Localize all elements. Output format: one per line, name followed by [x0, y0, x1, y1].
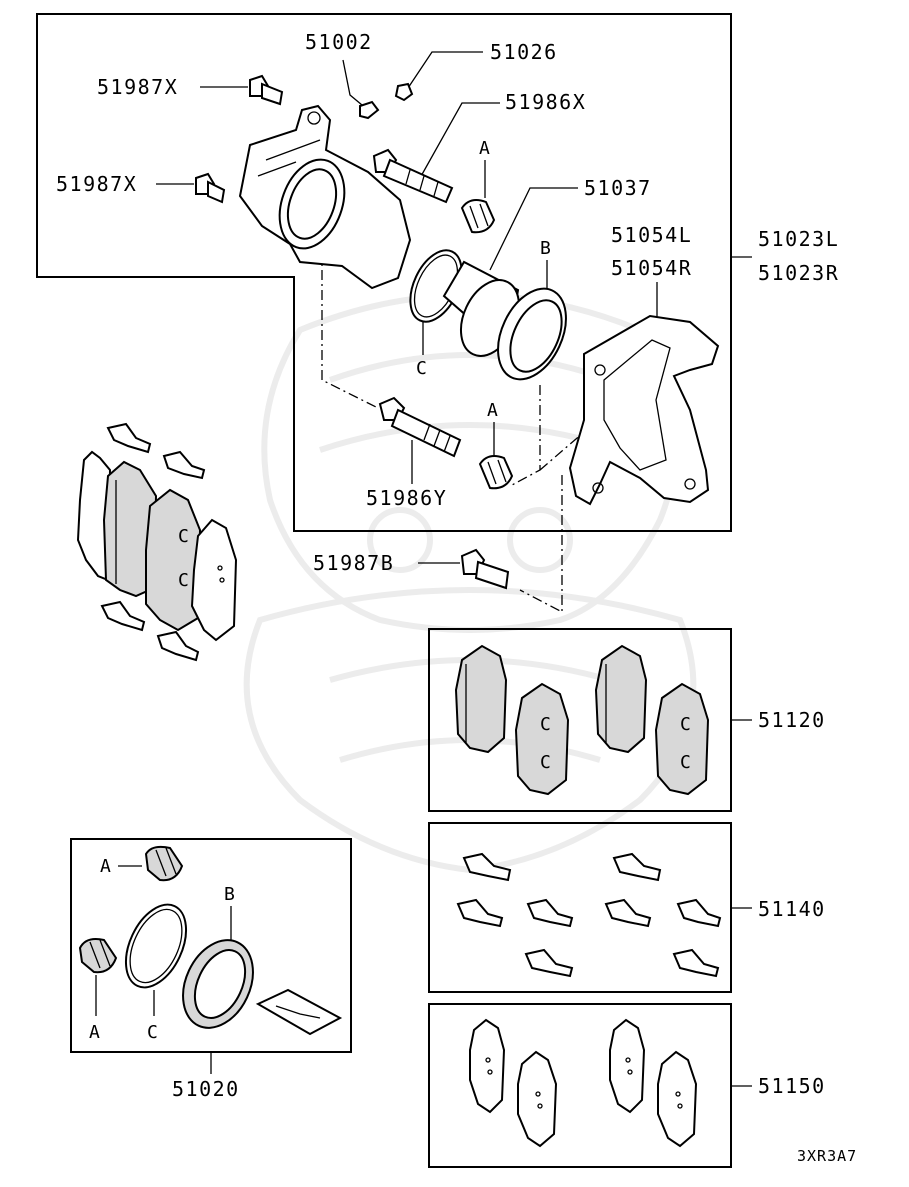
caliper-assembly-boundary: [36, 13, 732, 532]
dust-boot-b-icon: [182, 939, 254, 1029]
letter-b-top: B: [540, 238, 551, 259]
dust-boot-b-icon: [497, 287, 567, 381]
svg-text:C: C: [540, 714, 551, 735]
dust-boot-icon: [144, 845, 184, 882]
label-51023r: 51023R: [758, 261, 839, 285]
label-51054r: 51054R: [611, 256, 692, 280]
kit-letter-a1: A: [100, 856, 111, 877]
pad-shim-icon: [657, 1050, 698, 1148]
seal-kit-box-51020: [70, 838, 352, 1053]
label-51054l: 51054L: [611, 223, 692, 247]
label-51986x: 51986X: [505, 90, 586, 114]
letter-a-top: A: [479, 138, 490, 159]
pad-set-box-51120: [428, 628, 732, 812]
pad-shim-icon: [469, 1018, 506, 1114]
svg-text:C: C: [178, 526, 189, 547]
dust-boot-icon: [460, 199, 496, 234]
svg-text:C: C: [540, 752, 551, 773]
diagram-code: 3XR3A7: [797, 1147, 857, 1165]
dust-boot-icon: [478, 455, 514, 490]
dust-boot-icon: [78, 938, 118, 974]
label-51986y: 51986Y: [366, 486, 447, 510]
bolt-icon: [249, 74, 284, 106]
piston-seal-icon: [124, 903, 188, 989]
label-51026: 51026: [490, 40, 558, 64]
pad-clip-icon: [604, 898, 652, 928]
label-51987x-mid: 51987X: [56, 172, 137, 196]
label-51002: 51002: [305, 30, 373, 54]
svg-text:C: C: [680, 714, 691, 735]
clip-set-box-51140: [428, 822, 732, 993]
label-51150: 51150: [758, 1074, 826, 1098]
letter-c-top: C: [416, 358, 427, 379]
pad-clip-icon: [456, 898, 504, 928]
piston-seal-icon: [409, 249, 463, 323]
grease-packet-icon: [255, 988, 343, 1036]
brake-pad-icon: [454, 644, 508, 754]
pad-clip-icon: [672, 948, 720, 978]
pad-clip-icon: [524, 948, 574, 978]
pad-shim-icon: [609, 1018, 646, 1114]
label-51120: 51120: [758, 708, 826, 732]
pad-clip-icon: [100, 600, 146, 632]
kit-letter-b: B: [224, 884, 235, 905]
svg-text:C: C: [178, 570, 189, 591]
label-51987b: 51987B: [313, 551, 394, 575]
label-51023l: 51023L: [758, 227, 839, 251]
bolt-icon: [460, 548, 510, 590]
brake-pad-icon: C C: [145, 488, 202, 632]
label-51140: 51140: [758, 897, 826, 921]
pad-shim-icon: [517, 1050, 558, 1148]
brake-pad-icon: [190, 518, 238, 642]
pad-clip-icon: [106, 422, 152, 454]
pad-clip-icon: [156, 630, 200, 662]
pad-clip-icon: [462, 852, 512, 882]
caliper-body-icon: [238, 104, 412, 290]
pad-clip-icon: [162, 450, 206, 480]
brake-pad-icon: C C: [514, 682, 570, 796]
label-51987x-top: 51987X: [97, 75, 178, 99]
label-51037: 51037: [584, 176, 652, 200]
brake-pad-icon: C C: [654, 682, 710, 796]
pad-clip-icon: [676, 898, 722, 928]
caliper-bracket-icon: [568, 314, 720, 506]
pad-clip-icon: [526, 898, 574, 928]
bleeder-cap-icon: [394, 82, 414, 102]
bleeder-screw-icon: [359, 100, 380, 120]
label-51020: 51020: [172, 1077, 240, 1101]
svg-text:C: C: [680, 752, 691, 773]
shim-set-box-51150: [428, 1003, 732, 1168]
guide-pin-x-icon: [372, 148, 454, 204]
pad-clip-icon: [612, 852, 662, 882]
kit-letter-c: C: [147, 1022, 158, 1043]
brake-pad-icon: [76, 450, 112, 582]
guide-pin-y-icon: [378, 396, 462, 458]
brake-pad-icon: [594, 644, 648, 754]
kit-letter-a2: A: [89, 1022, 100, 1043]
bolt-icon: [195, 172, 226, 204]
letter-a-mid: A: [487, 400, 498, 421]
